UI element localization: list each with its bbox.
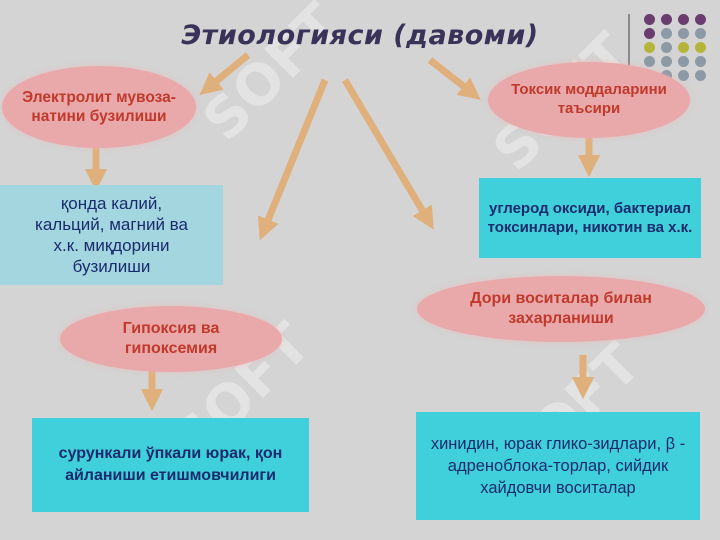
toxins-text: углерод оксиди, бактериал токсинлари, ни…	[487, 199, 693, 237]
decor-dot	[695, 42, 706, 53]
decor-dot	[661, 56, 672, 67]
decor-dot	[644, 42, 655, 53]
decor-divider	[628, 14, 630, 74]
blood-levels-box: қонда калий, кальций, магний ва х.к. миқ…	[0, 185, 223, 285]
decor-dot	[661, 42, 672, 53]
decor-dot	[678, 14, 689, 25]
hypoxia-label: Гипоксия ва гипоксемия	[122, 320, 220, 357]
decor-dot	[661, 14, 672, 25]
decor-dot	[661, 28, 672, 39]
arrow-title-to-electrolyte	[199, 52, 251, 96]
toxic-substances-label: Токсик моддаларини таъсири	[511, 81, 667, 117]
toxic-substances-node: Токсик моддаларини таъсири	[488, 62, 690, 138]
decor-dot	[644, 14, 655, 25]
drug-poisoning-node: Дори воситалар билан захарланиши	[417, 276, 705, 342]
decor-dot	[695, 56, 706, 67]
decor-dot	[644, 56, 655, 67]
electrolyte-imbalance-label: Электролит мувоза-натини бузилиши	[22, 88, 176, 125]
drug-poisoning-label: Дори воситалар билан захарланиши	[470, 290, 652, 327]
chronic-conditions-text: сурункали ўпкали юрак, қон айланиши етиш…	[58, 445, 283, 484]
decor-dot	[678, 70, 689, 81]
decor-dot	[678, 56, 689, 67]
arrow-title-to-hypoxia	[257, 78, 329, 241]
chronic-conditions-box: сурункали ўпкали юрак, қон айланиши етиш…	[32, 418, 309, 512]
electrolyte-imbalance-node: Электролит мувоза-натини бузилиши	[2, 66, 196, 148]
slide-title: Этиологияси (давоми)	[181, 20, 539, 51]
decor-dot	[695, 28, 706, 39]
arrow-title-to-toxic	[427, 57, 481, 100]
drug-list-box: хинидин, юрак глико-зидлари, β - адреноб…	[416, 412, 700, 520]
decor-dot	[678, 42, 689, 53]
decor-dot	[678, 28, 689, 39]
arrow-title-to-drugs	[341, 78, 434, 230]
decor-dot	[695, 14, 706, 25]
decor-dot	[695, 70, 706, 81]
toxins-box: углерод оксиди, бактериал токсинлари, ни…	[479, 178, 701, 258]
hypoxia-node: Гипоксия ва гипоксемия	[60, 306, 282, 372]
decor-dot	[644, 28, 655, 39]
drug-list-text: хинидин, юрак глико-зидлари, β - адреноб…	[430, 434, 686, 498]
blood-levels-text: қонда калий, кальций, магний ва х.к. миқ…	[35, 193, 188, 277]
